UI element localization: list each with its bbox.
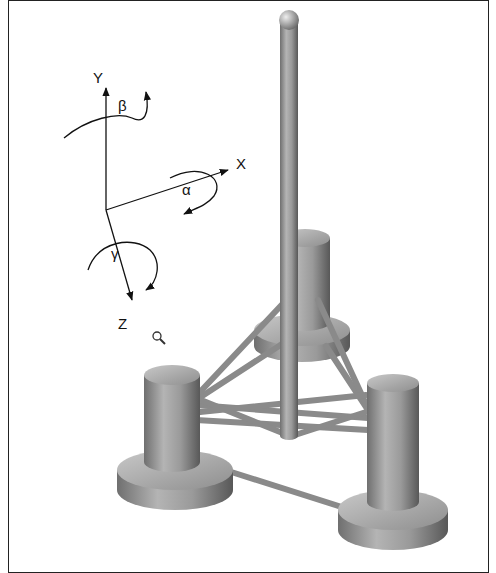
front-right-column	[338, 374, 448, 550]
axis-label: α	[182, 182, 191, 197]
axis-label: X	[236, 156, 246, 171]
axis-label: Y	[93, 70, 103, 85]
tower	[279, 10, 299, 440]
axis-label: γ	[111, 246, 119, 261]
front-left-column	[117, 365, 233, 510]
magnifier-icon	[153, 332, 165, 344]
axis-label: β	[118, 98, 127, 113]
axes	[64, 88, 228, 300]
axis-label: Z	[118, 316, 127, 331]
frame	[9, 1, 489, 573]
